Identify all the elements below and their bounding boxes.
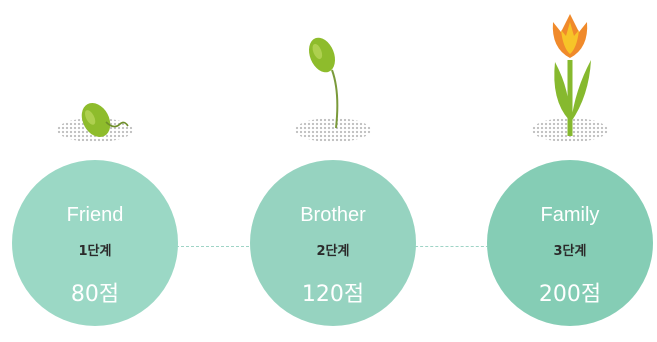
stage-name: Friend	[66, 204, 124, 226]
seedling-icon	[308, 37, 339, 129]
seed-sprout-icon	[81, 102, 129, 138]
level-circle: Family 3단계 200점	[487, 160, 653, 326]
connector-line-2	[410, 246, 494, 247]
level-circle: Friend 1단계 80점	[12, 160, 178, 326]
stage-brother: Brother 2단계 120점	[248, 0, 418, 342]
stage-points: 200점	[538, 282, 602, 307]
stage-points: 120점	[301, 282, 365, 307]
stage-name: Family	[540, 204, 600, 226]
stage-points: 80점	[70, 282, 120, 307]
stage-family: Family 3단계 200점	[485, 0, 655, 342]
connector-line-1	[176, 246, 254, 247]
stage-level: 1단계	[78, 244, 112, 259]
level-circle: Brother 2단계 120점	[250, 160, 416, 326]
stage-level: 3단계	[553, 244, 587, 259]
tulip-icon	[552, 14, 591, 136]
ground-shadow	[295, 118, 371, 142]
stage-level: 2단계	[316, 244, 350, 259]
stage-name: Brother	[300, 204, 366, 226]
stage-friend: Friend 1단계 80점	[10, 0, 180, 342]
